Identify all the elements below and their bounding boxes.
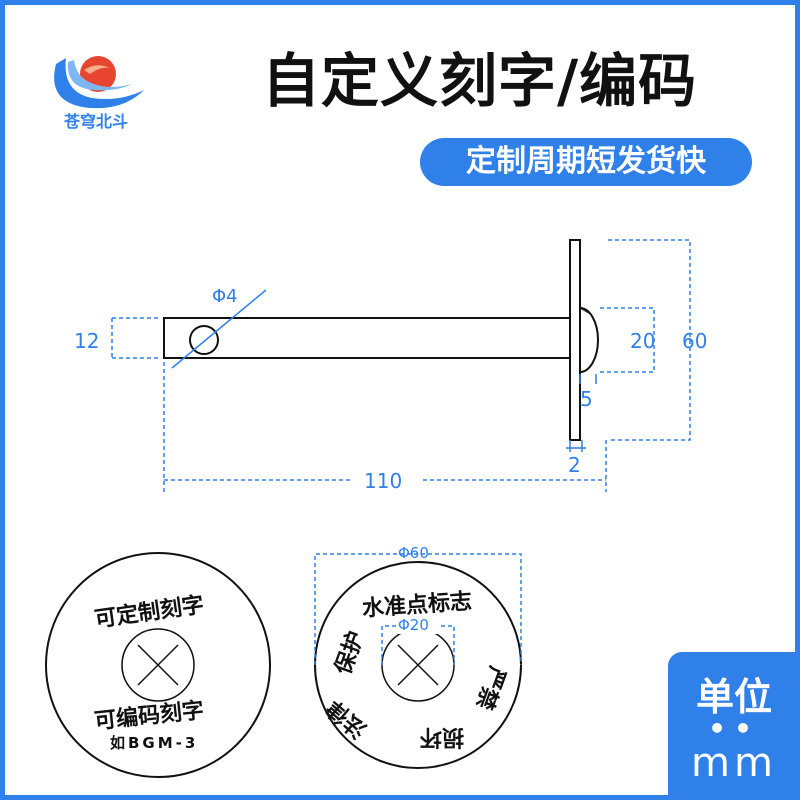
right-disc-cross-icon <box>397 644 439 686</box>
plate-thickness-label: 2 <box>568 453 581 477</box>
dome-depth-dim <box>579 374 597 384</box>
total-length-label: 110 <box>364 469 402 493</box>
left-disc-cross-icon <box>137 644 179 686</box>
dome-depth-label: 5 <box>580 387 593 411</box>
rod-hole <box>189 325 219 355</box>
dome <box>579 307 599 373</box>
right-disc-outer-dim <box>314 553 522 665</box>
logo-text: 苍穹北斗 <box>63 112 128 131</box>
hole-leader <box>171 289 267 369</box>
plate <box>569 239 581 441</box>
unit-value: mm <box>691 740 777 786</box>
left-disc-center <box>121 628 195 702</box>
plate-thickness-dim <box>566 440 586 452</box>
right-disc-right-text: 严禁 <box>471 663 510 713</box>
unit-box: 单位 •• mm <box>668 652 800 800</box>
swoosh-sun-logo <box>54 56 144 109</box>
right-disc-left-text: 保护 <box>331 628 370 679</box>
hole-diameter-label: Φ4 <box>212 286 238 307</box>
right-disc-bottom-left-text: 法律 <box>322 695 372 743</box>
plate-height-label: 60 <box>682 329 707 353</box>
right-disc-inner-label: Φ20 <box>398 616 429 634</box>
rod-height-dim <box>111 317 160 359</box>
page-title: 自定义刻字/编码 <box>262 47 698 115</box>
subtitle-badge: 定制周期短发货快 <box>420 138 752 186</box>
right-disc-outer-label: Φ60 <box>398 544 429 562</box>
unit-dots: •• <box>708 712 760 745</box>
rod-height-label: 12 <box>74 329 99 353</box>
right-disc-bottom-right-text: 损坏 <box>420 724 464 749</box>
left-disc-top-text: 可定制刻字 <box>93 592 206 633</box>
unit-label: 单位 <box>695 675 772 719</box>
dome-diameter-label: 20 <box>630 329 655 353</box>
left-disc-code-text: 如BGM-3 <box>110 734 198 752</box>
dome-diameter-dim <box>600 307 655 373</box>
left-disc-bottom-text: 可编码刻字 <box>93 697 205 734</box>
left-disc <box>45 552 271 778</box>
plate-height-dim <box>608 239 691 441</box>
right-disc-top-text: 水准点标志 <box>361 588 473 622</box>
